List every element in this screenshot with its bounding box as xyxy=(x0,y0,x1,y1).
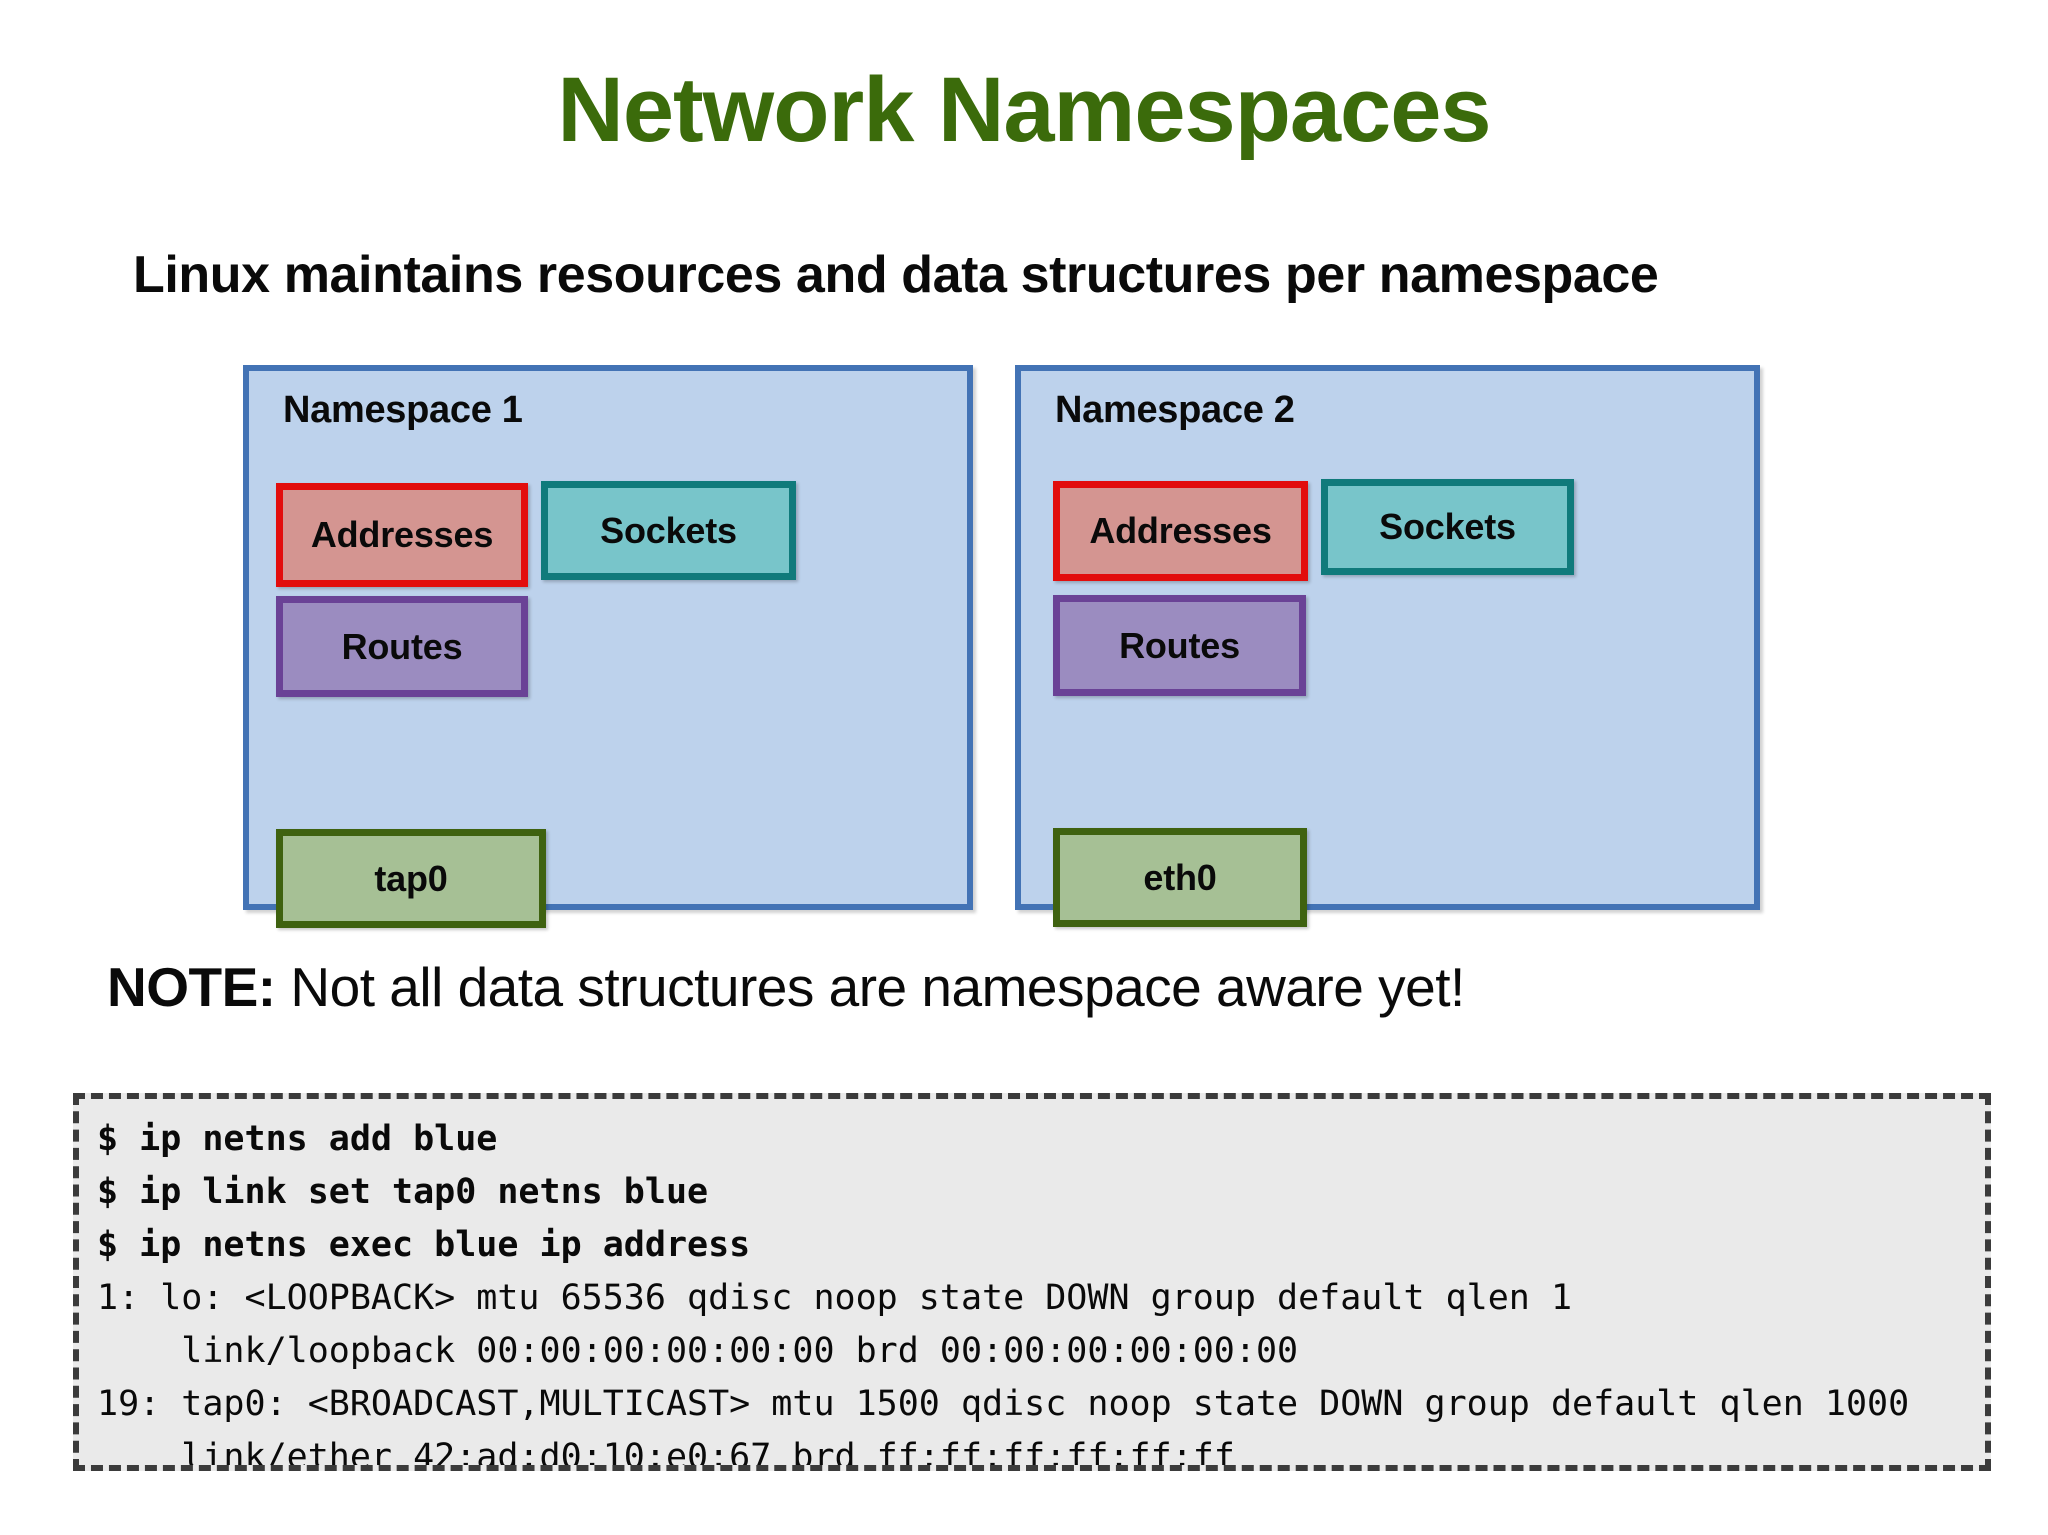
terminal-output-line: 19: tap0: <BROADCAST,MULTICAST> mtu 1500… xyxy=(97,1384,1910,1424)
namespace-2-addresses-box: Addresses xyxy=(1053,481,1308,581)
namespace-1-routes-box: Routes xyxy=(276,596,528,697)
terminal-output-line: 1: lo: <LOOPBACK> mtu 65536 qdisc noop s… xyxy=(97,1278,1573,1318)
namespace-1-label: Namespace 1 xyxy=(283,389,523,431)
namespace-1-interface-box: tap0 xyxy=(276,829,546,928)
terminal-output-line: link/ether 42:ad:d0:10:e0:67 brd ff:ff:f… xyxy=(97,1437,1235,1471)
terminal-code-block: $ ip netns add blue $ ip link set tap0 ne… xyxy=(73,1093,1991,1471)
namespace-1-addresses-box: Addresses xyxy=(276,483,528,587)
note-label: NOTE: xyxy=(107,956,276,1018)
namespace-1-sockets-box: Sockets xyxy=(541,481,796,580)
namespace-2-routes-box: Routes xyxy=(1053,595,1306,696)
terminal-command-line: $ ip netns add blue xyxy=(97,1119,498,1159)
terminal-output-line: link/loopback 00:00:00:00:00:00 brd 00:0… xyxy=(97,1331,1299,1371)
namespace-2-interface-box: eth0 xyxy=(1053,828,1307,927)
namespace-1-container: Namespace 1 Addresses Sockets Routes tap… xyxy=(243,365,973,928)
terminal-command-line: $ ip netns exec blue ip address xyxy=(97,1225,751,1265)
namespace-2-sockets-box: Sockets xyxy=(1321,479,1574,575)
page-subtitle: Linux maintains resources and data struc… xyxy=(133,246,1659,304)
namespace-2-label: Namespace 2 xyxy=(1055,389,1295,431)
note-line: NOTE: Not all data structures are namesp… xyxy=(107,955,1465,1019)
page-title: Network Namespaces xyxy=(557,59,1491,161)
note-text: Not all data structures are namespace aw… xyxy=(275,956,1465,1018)
namespace-2-container: Namespace 2 Addresses Sockets Routes eth… xyxy=(1015,365,1760,927)
terminal-command-line: $ ip link set tap0 netns blue xyxy=(97,1172,709,1212)
